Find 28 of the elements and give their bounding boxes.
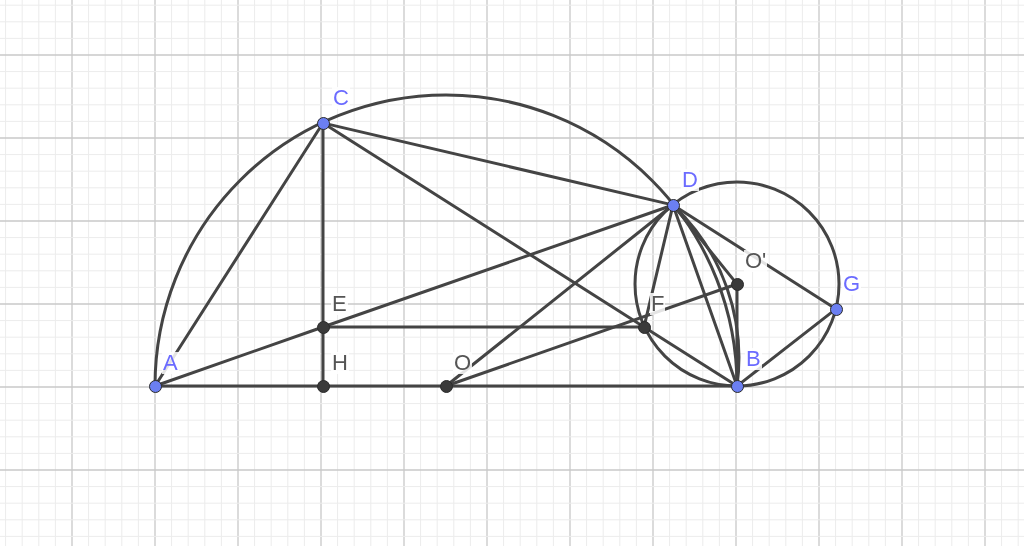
line-segment [450, 284, 733, 386]
point-label: F [650, 293, 666, 315]
line-segment [159, 384, 319, 388]
point-label: D [681, 169, 699, 191]
line-segment [327, 384, 442, 388]
line-segment [676, 206, 833, 308]
point-label: B [745, 348, 762, 370]
line-segment [321, 127, 325, 323]
point-label: G [842, 273, 862, 295]
line-segment [643, 209, 674, 323]
line-segment [675, 208, 735, 281]
point-label: O [453, 352, 473, 374]
line-segment [327, 122, 669, 206]
point-label: H [331, 352, 349, 374]
line-segment [449, 207, 670, 384]
point-label: A [162, 352, 179, 374]
line-segment [327, 205, 669, 327]
line-segment [327, 325, 640, 329]
point-label: C [332, 87, 350, 109]
point-label: E [331, 293, 348, 315]
line-segment [740, 311, 833, 384]
line-segment [647, 328, 734, 385]
line-segment [450, 384, 733, 388]
line-segment [159, 327, 319, 386]
line-segment [156, 126, 322, 383]
line-segment [326, 124, 641, 326]
line-segment [321, 331, 325, 382]
point-label: O' [744, 250, 768, 272]
